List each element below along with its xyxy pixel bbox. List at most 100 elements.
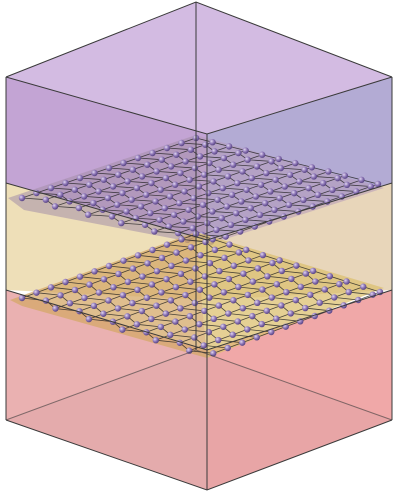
lower-sheet-atom [221,289,227,295]
upper-sheet-atom [177,170,183,176]
lower-sheet-atom [91,303,97,309]
lower-sheet-atom [240,305,246,311]
lower-sheet-atom [100,311,106,317]
lower-sheet-atom [230,332,236,338]
lower-sheet-atom [163,276,169,282]
upper-sheet-atom [182,158,188,164]
lower-sheet-atom [207,260,213,266]
lower-sheet-atom [201,342,207,348]
upper-sheet-atom [157,187,163,193]
lower-sheet-atom [167,332,173,338]
upper-sheet-atom [301,167,307,173]
lower-sheet-atom [317,300,323,306]
upper-sheet-atom [180,218,186,224]
upper-sheet-atom [43,196,49,202]
lower-sheet-atom [211,281,217,287]
upper-sheet-atom [258,182,264,188]
upper-sheet-atom [238,198,244,204]
lower-sheet-atom [86,281,92,287]
upper-sheet-atom [144,161,150,167]
lower-sheet-atom [212,247,218,253]
upper-sheet-atom [164,145,170,151]
upper-sheet-atom [305,185,311,191]
upper-sheet-atom [91,170,97,176]
upper-sheet-atom [282,183,288,189]
lower-sheet-atom [259,321,265,327]
lower-sheet-atom [254,300,260,306]
upper-sheet-atom [271,207,277,213]
lower-sheet-atom [77,273,83,279]
lower-sheet-atom [48,284,54,290]
upper-sheet-atom [86,181,92,187]
lower-sheet-atom [245,292,251,298]
upper-sheet-atom [114,202,120,208]
lower-sheet-atom [91,268,97,274]
lower-sheet-atom [172,318,178,324]
upper-sheet-atom [57,191,63,197]
upper-sheet-atom [188,146,194,152]
upper-sheet-atom [85,212,91,218]
lower-sheet-atom [182,292,188,298]
lower-sheet-atom [235,318,241,324]
lower-sheet-atom [192,300,198,306]
upper-sheet-atom [189,225,195,231]
upper-sheet-atom [218,215,224,221]
upper-sheet-atom [128,197,134,203]
lower-sheet-atom [96,289,102,295]
upper-sheet-atom [115,171,121,177]
lower-sheet-atom [276,257,282,263]
lower-sheet-atom [336,281,342,287]
upper-sheet-atom [148,180,154,186]
upper-sheet-atom [134,185,140,191]
upper-sheet-atom [101,176,107,182]
lower-sheet-atom [278,302,284,308]
upper-sheet-atom [228,222,234,228]
upper-sheet-atom [135,155,141,161]
lower-sheet-atom [273,316,279,322]
lower-sheet-atom [105,297,111,303]
lower-sheet-atom [178,236,184,242]
upper-sheet-atom [81,193,87,199]
upper-sheet-atom [311,173,317,179]
lower-sheet-atom [33,289,39,295]
lower-sheet-atom [67,300,73,306]
lower-sheet-atom [86,316,92,322]
upper-sheet-atom [173,151,179,157]
upper-sheet-atom [147,210,153,216]
upper-sheet-atom [225,173,231,179]
upper-sheet-atom [186,177,192,183]
upper-sheet-atom [233,210,239,216]
lower-sheet-atom [310,268,316,274]
lower-sheet-atom [288,310,294,316]
lower-sheet-atom [307,292,313,298]
lower-sheet-atom [244,326,250,332]
lower-sheet-atom [173,249,179,255]
lower-sheet-atom [135,252,141,258]
upper-sheet-atom [263,170,269,176]
upper-sheet-atom [172,182,178,188]
lower-sheet-atom [298,284,304,290]
lower-sheet-atom [196,321,202,327]
lower-sheet-atom [331,294,337,300]
upper-sheet-atom [244,157,250,163]
lower-sheet-atom [250,278,256,284]
upper-sheet-atom [287,172,293,178]
lower-sheet-atom [226,276,232,282]
upper-sheet-atom [138,203,144,209]
lower-sheet-atom [187,279,193,285]
lower-sheet-atom [119,326,125,332]
lower-sheet-atom [72,287,78,293]
lower-sheet-atom [264,273,270,279]
upper-sheet-atom [242,217,248,223]
upper-sheet-atom [215,167,221,173]
lower-sheet-atom [101,276,107,282]
upper-sheet-atom [268,158,274,164]
lower-sheet-atom [274,281,280,287]
lower-sheet-atom [279,268,285,274]
upper-sheet-atom [139,173,145,179]
lower-sheet-atom [115,271,121,277]
lower-sheet-atom [239,339,245,345]
lower-sheet-atom [129,300,135,306]
upper-sheet-atom [201,172,207,178]
lower-sheet-atom [293,262,299,268]
